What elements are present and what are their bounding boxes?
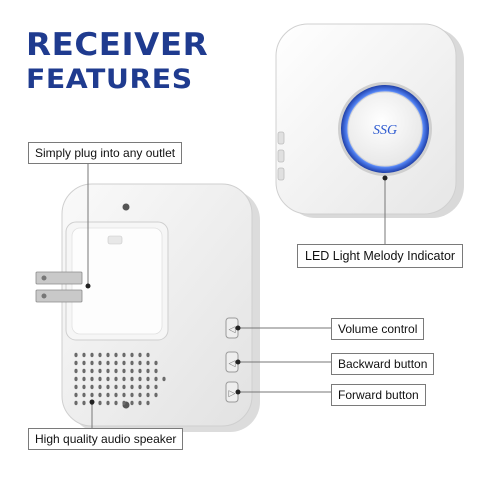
grille-hole bbox=[82, 384, 86, 390]
grille-hole bbox=[98, 400, 102, 406]
grille-hole bbox=[138, 368, 142, 374]
heading-line-2: FEATURES bbox=[26, 64, 193, 95]
receiver-front: SSG bbox=[275, 23, 464, 218]
grille-hole bbox=[106, 368, 110, 374]
grille-hole bbox=[106, 376, 110, 382]
heading-line-1: RECEIVER bbox=[26, 27, 209, 63]
grille-hole bbox=[146, 400, 150, 406]
grille-hole bbox=[90, 392, 94, 398]
grille-hole bbox=[90, 360, 94, 366]
grille-hole bbox=[130, 352, 134, 358]
speaker-grille bbox=[74, 352, 166, 406]
receiver-back: ◁ ◁ ▷ bbox=[35, 183, 260, 432]
grille-hole bbox=[130, 384, 134, 390]
grille-hole bbox=[74, 400, 78, 406]
grille-hole bbox=[98, 384, 102, 390]
grille-hole bbox=[138, 360, 142, 366]
svg-text:▷: ▷ bbox=[229, 389, 236, 399]
grille-hole bbox=[90, 384, 94, 390]
grille-hole bbox=[90, 352, 94, 358]
callout-backward: Backward button bbox=[331, 353, 435, 375]
grille-hole bbox=[82, 352, 86, 358]
grille-hole bbox=[82, 392, 86, 398]
grille-hole bbox=[146, 376, 150, 382]
grille-hole bbox=[122, 352, 126, 358]
grille-hole bbox=[82, 400, 86, 406]
grille-hole bbox=[74, 368, 78, 374]
grille-hole bbox=[106, 392, 110, 398]
grille-hole bbox=[114, 352, 118, 358]
grille-hole bbox=[138, 384, 142, 390]
grille-hole bbox=[106, 400, 110, 406]
svg-text:◁: ◁ bbox=[229, 325, 236, 335]
grille-hole bbox=[90, 376, 94, 382]
grille-hole bbox=[106, 352, 110, 358]
grille-hole bbox=[74, 352, 78, 358]
grille-hole bbox=[154, 384, 158, 390]
grille-hole bbox=[146, 352, 150, 358]
callout-led: LED Light Melody Indicator bbox=[297, 244, 464, 268]
grille-hole bbox=[74, 360, 78, 366]
grille-hole bbox=[114, 376, 118, 382]
grille-hole bbox=[130, 392, 134, 398]
grille-hole bbox=[146, 384, 150, 390]
grille-hole bbox=[130, 360, 134, 366]
grille-hole bbox=[114, 368, 118, 374]
grille-hole bbox=[98, 352, 102, 358]
doorbell-button[interactable] bbox=[347, 91, 423, 167]
grille-hole bbox=[154, 368, 158, 374]
grille-hole bbox=[130, 376, 134, 382]
grille-hole bbox=[154, 376, 158, 382]
grille-hole bbox=[74, 384, 78, 390]
svg-text:◁: ◁ bbox=[229, 359, 236, 369]
grille-hole bbox=[98, 368, 102, 374]
grille-hole bbox=[122, 368, 126, 374]
brand-logo: SSG bbox=[373, 123, 397, 138]
callout-plug: Simply plug into any outlet bbox=[28, 142, 183, 164]
grille-hole bbox=[162, 376, 166, 382]
grille-hole bbox=[114, 392, 118, 398]
grille-hole bbox=[154, 392, 158, 398]
grille-hole bbox=[138, 400, 142, 406]
grille-hole bbox=[122, 384, 126, 390]
callout-forward: Forward button bbox=[331, 384, 426, 406]
grille-hole bbox=[74, 376, 78, 382]
grille-hole bbox=[106, 384, 110, 390]
grille-hole bbox=[82, 376, 86, 382]
grille-hole bbox=[138, 376, 142, 382]
grille-hole bbox=[146, 392, 150, 398]
grille-hole bbox=[122, 376, 126, 382]
grille-hole bbox=[82, 360, 86, 366]
grille-hole bbox=[82, 368, 86, 374]
grille-hole bbox=[98, 376, 102, 382]
grille-hole bbox=[154, 360, 158, 366]
grille-hole bbox=[122, 360, 126, 366]
grille-hole bbox=[146, 360, 150, 366]
callout-volume: Volume control bbox=[331, 318, 425, 340]
grille-hole bbox=[130, 368, 134, 374]
grille-hole bbox=[114, 360, 118, 366]
grille-hole bbox=[138, 392, 142, 398]
callout-speaker: High quality audio speaker bbox=[28, 428, 184, 450]
grille-hole bbox=[90, 368, 94, 374]
grille-hole bbox=[114, 384, 118, 390]
grille-hole bbox=[122, 400, 126, 406]
plug-prongs bbox=[35, 271, 83, 303]
grille-hole bbox=[130, 400, 134, 406]
leader-lines bbox=[87, 158, 386, 429]
grille-hole bbox=[106, 360, 110, 366]
grille-hole bbox=[98, 360, 102, 366]
grille-hole bbox=[114, 400, 118, 406]
grille-hole bbox=[122, 392, 126, 398]
grille-hole bbox=[146, 368, 150, 374]
grille-hole bbox=[74, 392, 78, 398]
grille-hole bbox=[138, 352, 142, 358]
grille-hole bbox=[98, 392, 102, 398]
leader-dots bbox=[85, 175, 388, 405]
